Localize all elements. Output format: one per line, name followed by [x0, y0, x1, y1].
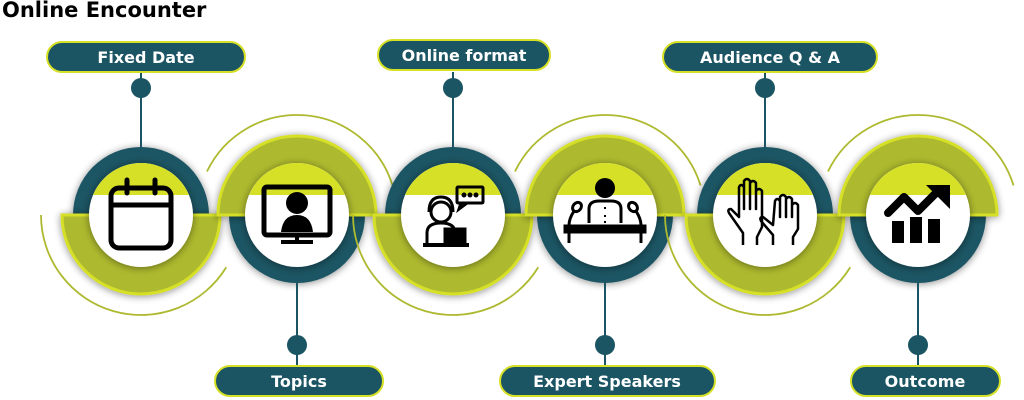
step-label-online-format: Online format: [377, 39, 551, 71]
step-label-text: Audience Q & A: [700, 48, 841, 67]
step-node: [827, 114, 1015, 283]
step-label-expert-speakers: Expert Speakers: [499, 365, 716, 397]
decorative-arc: [827, 114, 1015, 186]
teal-half-ring: [229, 215, 365, 283]
step-label-text: Topics: [271, 372, 327, 391]
connector-dot: [755, 78, 775, 98]
teal-half-ring: [537, 215, 673, 283]
connector-dot: [443, 78, 463, 98]
step-label-topics: Topics: [214, 365, 384, 397]
decorative-arc: [664, 214, 852, 316]
step-label-audience-qa: Audience Q & A: [662, 41, 878, 73]
connectors-layer: [131, 72, 928, 366]
headset-laptop-icon: [423, 185, 485, 247]
step-label-outcome: Outcome: [850, 365, 1001, 397]
step-node: [40, 147, 228, 316]
video-call-icon: [261, 184, 333, 244]
teal-half-ring: [385, 147, 521, 215]
step-label-text: Expert Speakers: [533, 372, 681, 391]
diagram-title: Online Encounter: [2, 0, 207, 22]
teal-half-ring: [850, 215, 986, 283]
step-label-text: Fixed Date: [97, 48, 194, 67]
connector-dot: [287, 335, 307, 355]
decorative-arc: [352, 214, 540, 316]
growth-chart-icon: [884, 185, 950, 243]
inner-disc-cap: [717, 163, 813, 195]
decorative-arc: [206, 114, 394, 186]
connector-dot: [908, 335, 928, 355]
decorative-arc: [40, 214, 228, 316]
step-label-fixed-date: Fixed Date: [46, 41, 246, 73]
connector-dot: [595, 335, 615, 355]
decorative-arc: [514, 114, 702, 186]
step-node: [514, 114, 702, 283]
teal-half-ring: [73, 147, 209, 215]
teal-half-ring: [697, 147, 833, 215]
connector-dot: [131, 78, 151, 98]
raised-hands-icon: [727, 177, 800, 245]
step-label-text: Outcome: [885, 372, 966, 391]
calendar-icon: [108, 177, 174, 251]
speaker-podium-icon: [563, 178, 647, 243]
rings-layer: [40, 114, 1015, 316]
step-node: [664, 147, 852, 316]
step-label-text: Online format: [402, 46, 527, 65]
